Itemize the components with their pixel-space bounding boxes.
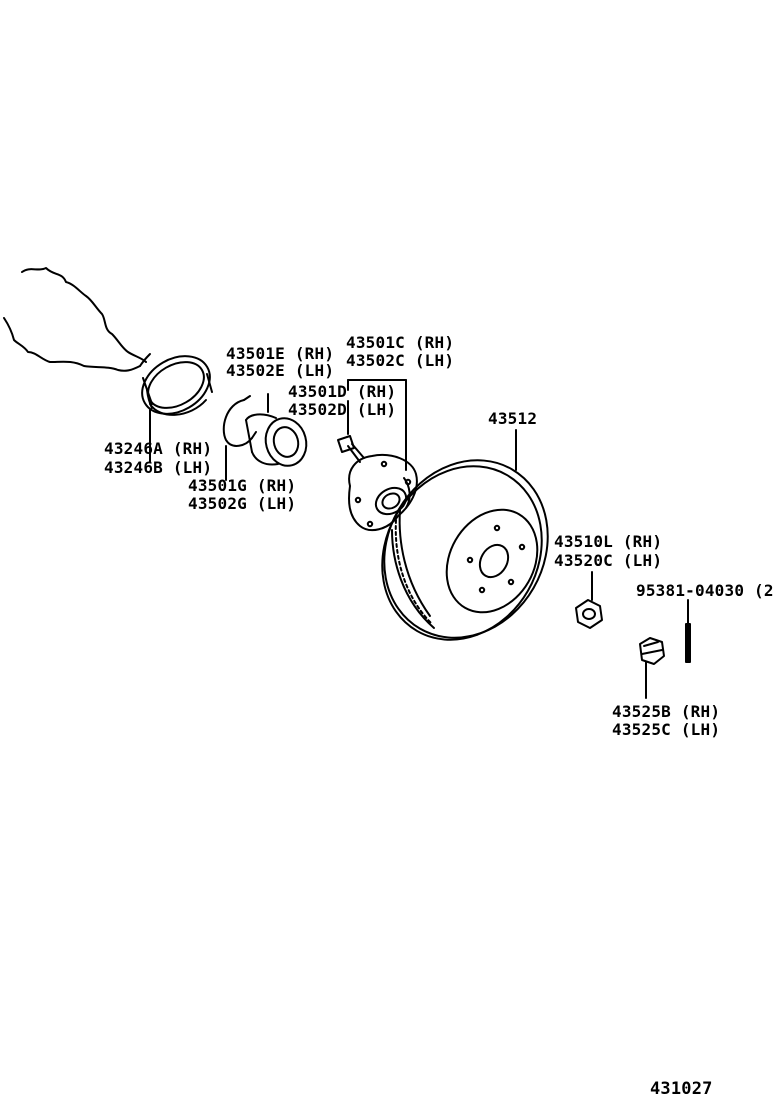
- nut-lh-label: 43520C (LH): [554, 551, 663, 570]
- oil-seal-rh-label: 43246A (RH): [104, 439, 213, 458]
- snap-ring-drawing: [222, 395, 257, 481]
- brake-disc-drawing: [381, 429, 549, 641]
- cotter-pin-label: 95381-04030 (2: [636, 581, 774, 600]
- diagram-number: 431027: [650, 1079, 713, 1099]
- cotter-pin-drawing: [685, 599, 691, 663]
- bearing-lh-label: 43502E (LH): [226, 361, 335, 380]
- hub-bolt-rh-label: 43501D (RH): [288, 382, 397, 401]
- hub-nut-drawing: [575, 571, 603, 629]
- hub-bolt-lh-label: 43502D (LH): [288, 400, 397, 419]
- nut-rh-label: 43510L (RH): [554, 532, 663, 551]
- hub-bearing-drawing: [245, 393, 308, 467]
- oil-seal-drawing: [141, 355, 213, 463]
- hub-bolt-drawing: [337, 400, 365, 463]
- bearing-rh-label: 43501E (RH): [226, 344, 335, 363]
- nut-lock-cap-drawing: [639, 637, 665, 699]
- oil-seal-lh-label: 43246B (LH): [104, 458, 213, 477]
- snap-ring-lh-label: 43502G (LH): [188, 494, 297, 513]
- hub-assy-leader: [347, 379, 407, 471]
- steering-knuckle-outline: [3, 267, 151, 372]
- hub-assy-rh-label: 43501C (RH): [346, 333, 455, 352]
- hub-assy-lh-label: 43502C (LH): [346, 351, 455, 370]
- nut-lock-cap-lh-label: 43525C (LH): [612, 720, 721, 739]
- disc-label: 43512: [488, 409, 538, 428]
- nut-lock-cap-rh-label: 43525B (RH): [612, 702, 721, 721]
- snap-ring-rh-label: 43501G (RH): [188, 476, 297, 495]
